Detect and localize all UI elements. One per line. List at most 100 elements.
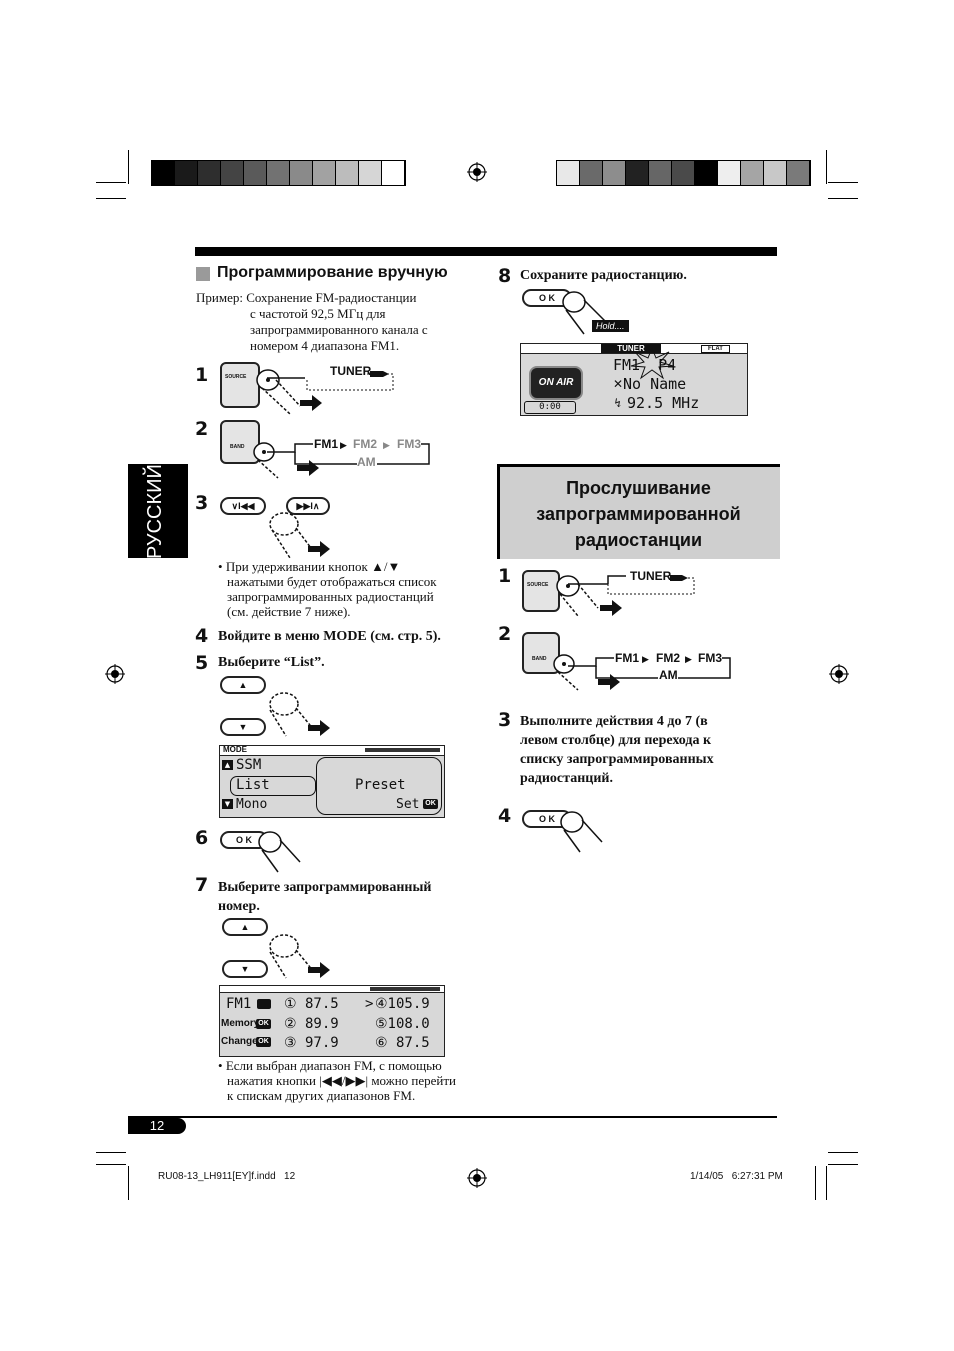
finger-press-icon — [562, 291, 607, 335]
next-button[interactable]: ▶▶I∧ — [286, 497, 330, 515]
color-bar-right — [556, 160, 811, 186]
signal-icon: ↯ — [613, 396, 624, 410]
step8-text: Сохраните радиостанцию. — [520, 268, 687, 283]
up-button[interactable]: ▲ — [222, 918, 268, 936]
section-header-title: Прослушивание запрограммированной радиос… — [536, 478, 741, 550]
finger-press-icon — [253, 442, 279, 479]
arrow-icon: ▶ — [340, 441, 347, 451]
band-fm2: FM2 — [353, 437, 377, 451]
level-bar — [370, 987, 440, 991]
onair-line2: No Name — [623, 375, 687, 393]
ok-badge: OK — [423, 799, 438, 809]
band-fm3: FM3 — [698, 651, 722, 665]
finger-press-icon — [560, 811, 603, 853]
step-number: 5 — [195, 652, 209, 674]
band-fm2: FM2 — [656, 651, 680, 665]
arrow-right-icon — [308, 541, 330, 557]
registration-mark-icon — [467, 1168, 487, 1188]
step-number: 3 — [498, 709, 512, 731]
mode-header: MODE — [223, 745, 247, 754]
up-button[interactable]: ▲ — [220, 676, 266, 694]
mode-list: List — [236, 777, 270, 793]
example-text: Пример: Сохранение FM-радиостанции с час… — [196, 290, 428, 353]
arrow-right-icon — [308, 962, 330, 978]
source-button[interactable]: SOURCE — [220, 362, 260, 408]
step-number: 3 — [195, 492, 209, 514]
language-tab — [128, 464, 188, 558]
band-am: AM — [357, 455, 376, 469]
finger-press-icon — [256, 369, 301, 415]
preset-band: FM1 — [226, 996, 252, 1012]
language-tab-label: РУССКИЙ — [144, 464, 166, 559]
finger-press-icon — [258, 831, 301, 873]
preset-entry: ③ 97.9 — [284, 1035, 339, 1051]
ok-button[interactable]: O K — [522, 289, 572, 307]
page-number: 12 — [128, 1118, 186, 1134]
mode-mono: Mono — [236, 797, 268, 812]
arrow-icon: ▶ — [642, 655, 649, 665]
onair-line1: FM1 P4 — [613, 356, 677, 374]
arrow-right-icon — [308, 720, 330, 736]
down-button[interactable]: ▼ — [222, 960, 268, 978]
registration-mark-icon — [105, 664, 125, 684]
clock-box: 0:00 — [524, 401, 576, 414]
tuner-flow-lines — [267, 371, 394, 391]
arrow-icon: ▶ — [685, 655, 692, 665]
finger-press-icon — [269, 692, 315, 737]
mode-set: Set — [396, 797, 420, 812]
finger-press-icon — [269, 934, 315, 979]
band-am: AM — [659, 668, 678, 682]
band-flow-lines — [267, 443, 430, 465]
finger-press-icon — [553, 654, 579, 691]
section-title: Программирование вручную — [217, 264, 448, 281]
mode-preset: Preset — [355, 777, 406, 793]
step-number: 7 — [195, 874, 209, 896]
onair-lcd-screen: TUNER FLAT ON AIR FM1 P4 ✕ No Name ↯ 92.… — [520, 343, 748, 416]
footer-file: RU08-13_LH911[EY]f.indd 12 — [158, 1171, 296, 1182]
flash-burst-icon — [630, 346, 674, 380]
preset-cursor: > — [365, 996, 374, 1012]
r3-text: Выполните действия 4 до 7 (в левом столб… — [520, 714, 714, 786]
step-number: 2 — [498, 623, 512, 645]
preset-entry: ① 87.5 — [284, 996, 339, 1012]
tuner-tab: TUNER — [601, 344, 661, 353]
band-button[interactable]: BAND — [220, 420, 260, 464]
step4-text: Войдите в меню MODE (см. стр. 5). — [218, 629, 441, 644]
band-button[interactable]: BAND — [522, 632, 560, 674]
preset-entry: ④105.9 — [375, 996, 430, 1012]
preset-lcd-screen: FM1 Memory OK Change OK ① 87.5 ② 89.9 ③ … — [219, 985, 445, 1057]
bullet-note-1: • При удерживании кнопок ▲/▼ нажатыми бу… — [218, 559, 437, 619]
tuner-label: TUNER — [330, 364, 372, 378]
step-number: 4 — [498, 805, 512, 827]
band-fm1: FM1 — [615, 651, 639, 665]
up-triangle-icon: ▲ — [222, 760, 233, 770]
step-number: 6 — [195, 827, 209, 849]
ok-badge: OK — [256, 1037, 271, 1047]
star-icon: ✕ — [613, 377, 624, 391]
step-number: 1 — [195, 364, 209, 386]
bullet-dot: • — [218, 1058, 226, 1073]
down-button[interactable]: ▼ — [220, 718, 266, 736]
ok-button[interactable]: O K — [220, 831, 268, 849]
bullet-dot: • — [218, 559, 226, 574]
top-rule — [195, 247, 777, 256]
mode-ssm: SSM — [236, 757, 262, 773]
change-label: Change — [221, 1036, 258, 1047]
step7-text: Выберите запрограммированный номер. — [218, 880, 432, 914]
arrow-right-icon — [300, 395, 322, 411]
band-fm1: FM1 — [314, 437, 338, 451]
arrow-right-icon — [297, 460, 319, 476]
mode-lcd-screen: MODE ▲ SSM List Preset ▼ Mono Set OK — [219, 745, 445, 818]
selection-bracket — [230, 776, 316, 796]
prev-button[interactable]: ∨I◀◀ — [220, 497, 266, 515]
band-fm3: FM3 — [397, 437, 421, 451]
flat-label: FLAT — [701, 345, 730, 353]
color-bar-left — [151, 160, 406, 186]
step-number: 4 — [195, 625, 209, 647]
preset-entry: ⑥ 87.5 — [375, 1035, 430, 1051]
down-triangle-icon: ▼ — [222, 799, 233, 809]
step-number: 2 — [195, 418, 209, 440]
bullet-note-2: • Если выбран диапазон FM, с помощью наж… — [218, 1058, 457, 1103]
arrow-icon: ▶ — [383, 441, 390, 451]
bottom-rule — [128, 1116, 777, 1118]
